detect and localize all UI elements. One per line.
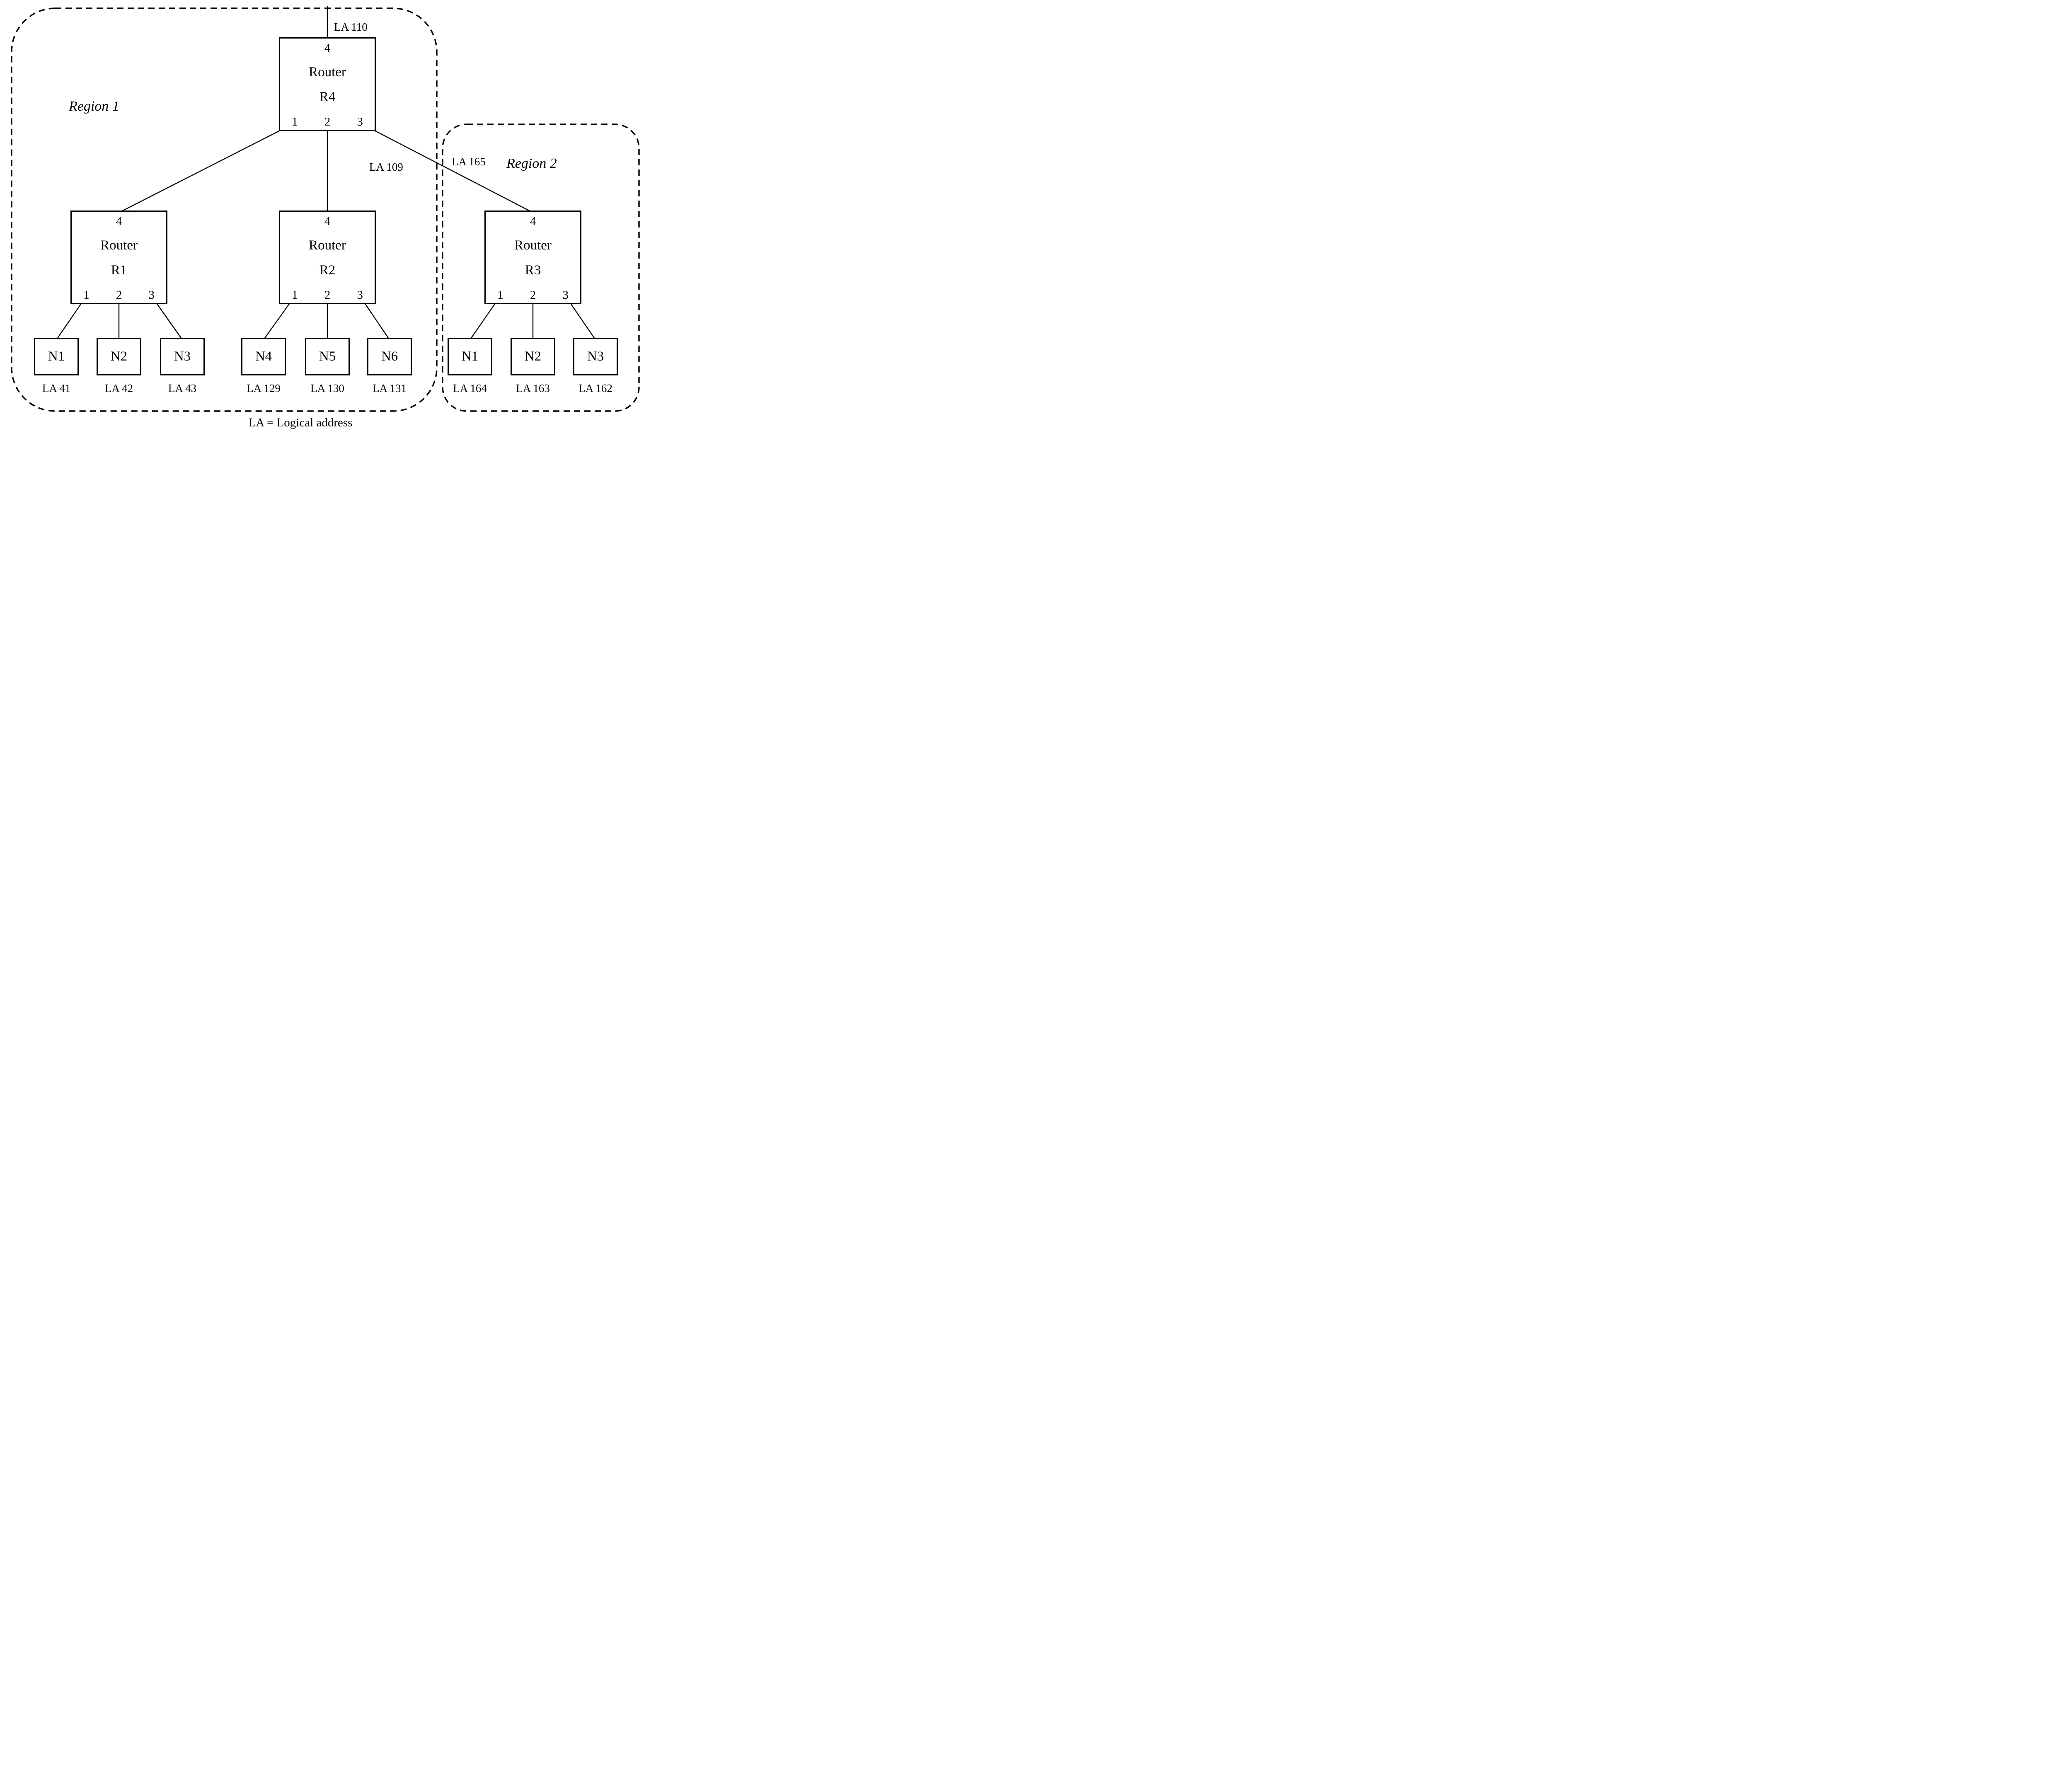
- la165-label: LA 165: [452, 155, 486, 168]
- router-r4-name: R4: [319, 89, 336, 104]
- router-box-r3: 4 Router R3 1 2 3: [484, 211, 581, 304]
- router-r4-port-1: 1: [292, 115, 298, 128]
- router-r3-type-label: Router: [514, 238, 552, 253]
- region2-border: [442, 123, 640, 412]
- legend-text: LA = Logical address: [248, 416, 353, 429]
- router-r1-type-label: Router: [100, 238, 138, 253]
- network-n5-label: N5: [319, 349, 336, 364]
- network-n6-label: N6: [381, 349, 398, 364]
- network-box-n6: N6: [367, 338, 412, 375]
- router-r2-port-1: 1: [292, 288, 298, 302]
- network-n3-region2-label: N3: [587, 349, 604, 364]
- region2-label: Region 2: [506, 156, 557, 171]
- network-box-n1-region2: N1: [448, 338, 492, 375]
- network-box-n5: N5: [305, 338, 350, 375]
- network-n1-region2-label: N1: [461, 349, 479, 364]
- router-r2-name: R2: [319, 262, 336, 278]
- network-n1-region1-label: N1: [48, 349, 65, 364]
- network-n2-region1-label: N2: [110, 349, 128, 364]
- la-label-n1-region2: LA 164: [453, 382, 487, 394]
- router-r4-bottom-ports: 1 2 3: [280, 114, 375, 129]
- la-label-n4: LA 129: [247, 382, 281, 394]
- la109-label: LA 109: [369, 161, 403, 173]
- la-label-n1-region1: LA 41: [42, 382, 71, 394]
- network-box-n1-region1: N1: [34, 338, 79, 375]
- router-box-r4: 4 Router R4 1 2 3: [279, 37, 376, 131]
- router-r2-port-4: 4: [324, 215, 331, 228]
- network-box-n3-region1: N3: [160, 338, 205, 375]
- router-box-r2: 4 Router R2 1 2 3: [279, 211, 376, 304]
- region1-label: Region 1: [69, 99, 119, 114]
- link-r4-r3: [360, 122, 533, 213]
- router-r2-bottom-ports: 1 2 3: [280, 287, 375, 302]
- router-r1-port-4: 4: [116, 215, 122, 228]
- router-r1-bottom-ports: 1 2 3: [72, 287, 166, 302]
- network-box-n2-region2: N2: [511, 338, 555, 375]
- network-box-n3-region2: N3: [573, 338, 618, 375]
- la-label-n2-region2: LA 163: [516, 382, 550, 394]
- network-box-n4: N4: [241, 338, 286, 375]
- network-diagram: 4 Router R4 1 2 3 4 Router R1 1 2 3 4 Ro…: [0, 0, 646, 442]
- la-label-n3-region2: LA 162: [579, 382, 612, 394]
- router-r3-port-1: 1: [497, 288, 503, 302]
- router-r3-name: R3: [525, 262, 541, 278]
- network-n2-region2-label: N2: [524, 349, 542, 364]
- la110-label: LA 110: [334, 21, 368, 33]
- la-label-n5: LA 130: [310, 382, 344, 394]
- router-r2-type-label: Router: [309, 238, 346, 253]
- router-box-r1: 4 Router R1 1 2 3: [70, 211, 167, 304]
- router-r4-port-4: 4: [324, 41, 331, 55]
- la-label-n2-region1: LA 42: [104, 382, 133, 394]
- router-r3-bottom-ports: 1 2 3: [486, 287, 580, 302]
- region1-border: [11, 7, 438, 412]
- network-n3-region1-label: N3: [174, 349, 191, 364]
- router-r1-port-2: 2: [116, 288, 122, 302]
- router-r3-port-2: 2: [530, 288, 536, 302]
- router-r2-port-2: 2: [324, 288, 331, 302]
- router-r3-port-4: 4: [530, 215, 536, 228]
- router-r4-port-2: 2: [324, 115, 331, 128]
- router-r2-port-3: 3: [357, 288, 363, 302]
- router-r3-port-3: 3: [562, 288, 569, 302]
- router-r1-port-1: 1: [83, 288, 90, 302]
- la-label-n3-region1: LA 43: [168, 382, 197, 394]
- la-label-n6: LA 131: [373, 382, 407, 394]
- router-r1-port-3: 3: [148, 288, 155, 302]
- network-box-n2-region1: N2: [97, 338, 141, 375]
- router-r4-type-label: Router: [309, 65, 346, 80]
- link-r4-r1: [119, 122, 295, 213]
- router-r4-port-3: 3: [357, 115, 363, 128]
- router-r1-name: R1: [111, 262, 127, 278]
- network-n4-label: N4: [255, 349, 272, 364]
